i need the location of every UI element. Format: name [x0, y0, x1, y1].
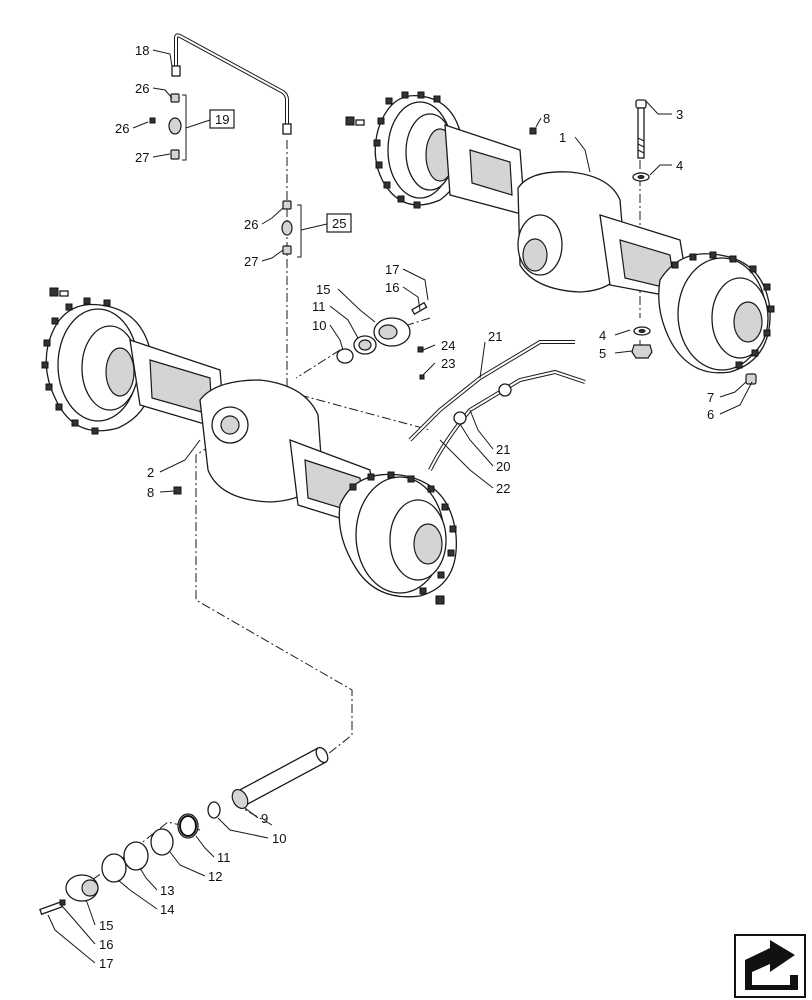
callout-8: 8: [543, 111, 550, 126]
callout-18: 18: [135, 43, 149, 58]
leader-lines: [47, 49, 753, 964]
shim-14: [101, 853, 127, 883]
breather-fittings-upper: [149, 93, 182, 160]
callout-4: 4: [676, 158, 683, 173]
callout-26: 26: [115, 121, 129, 136]
washer-4-lower: [633, 326, 651, 336]
callout-9: 9: [261, 811, 268, 826]
callout-10: 10: [312, 318, 326, 333]
callout-6: 6: [707, 407, 714, 422]
nut-5: [631, 344, 653, 359]
callout-27: 27: [244, 254, 258, 269]
callout-13: 13: [160, 883, 174, 898]
callout-15: 15: [316, 282, 330, 297]
breather-fittings-lower: [281, 200, 293, 255]
callout-7: 7: [707, 390, 714, 405]
callout-12: 12: [208, 869, 222, 884]
callout-16: 16: [385, 280, 399, 295]
callout-labels: 18 26 26 27 19 26 27 25 8 1 3 4 17 16 15…: [99, 43, 714, 971]
mounting-bolt-3: [635, 99, 647, 159]
callout-24: 24: [441, 338, 455, 353]
callout-11: 11: [312, 299, 326, 314]
callout-27: 27: [135, 150, 149, 165]
bolt-17-lower: [39, 899, 66, 916]
callout-23: 23: [441, 356, 455, 371]
callout-21: 21: [488, 329, 502, 344]
callout-box-25: [326, 213, 352, 233]
snap-ring-11-lower: [177, 813, 199, 839]
breather-tube: [171, 33, 292, 135]
next-page-arrow-icon[interactable]: [734, 934, 806, 998]
callout-20: 20: [496, 459, 510, 474]
callout-3: 3: [676, 107, 683, 122]
callout-22: 22: [496, 481, 510, 496]
callout-26: 26: [244, 217, 258, 232]
callout-5: 5: [599, 346, 606, 361]
washer-4-upper: [632, 172, 650, 182]
callout-10: 10: [272, 831, 286, 846]
callout-11: 11: [217, 850, 231, 865]
cap-15-lower: [65, 874, 99, 902]
callout-8: 8: [147, 485, 154, 500]
brake-lines: [408, 340, 586, 471]
axle-assembly-2: [41, 287, 458, 605]
callout-17: 17: [99, 956, 113, 971]
callout-14: 14: [160, 902, 174, 917]
callout-box-19: [209, 109, 235, 129]
callout-1: 1: [559, 130, 566, 145]
callout-15: 15: [99, 918, 113, 933]
callout-26: 26: [135, 81, 149, 96]
callout-21: 21: [496, 442, 510, 457]
callout-25: 25: [332, 216, 346, 231]
callout-19: 19: [215, 112, 229, 127]
wheel-nut-6-7: [745, 373, 757, 385]
pivot-seal-group-upper: [336, 301, 428, 364]
callout-17: 17: [385, 262, 399, 277]
shim-12: [150, 828, 174, 856]
callout-16: 16: [99, 937, 113, 952]
axle-assembly-1: [345, 91, 775, 374]
o-ring-10-lower: [207, 801, 221, 819]
callout-2: 2: [147, 465, 154, 480]
shim-13: [123, 841, 149, 871]
pivot-pin-9: [231, 746, 329, 810]
callout-4: 4: [599, 328, 606, 343]
